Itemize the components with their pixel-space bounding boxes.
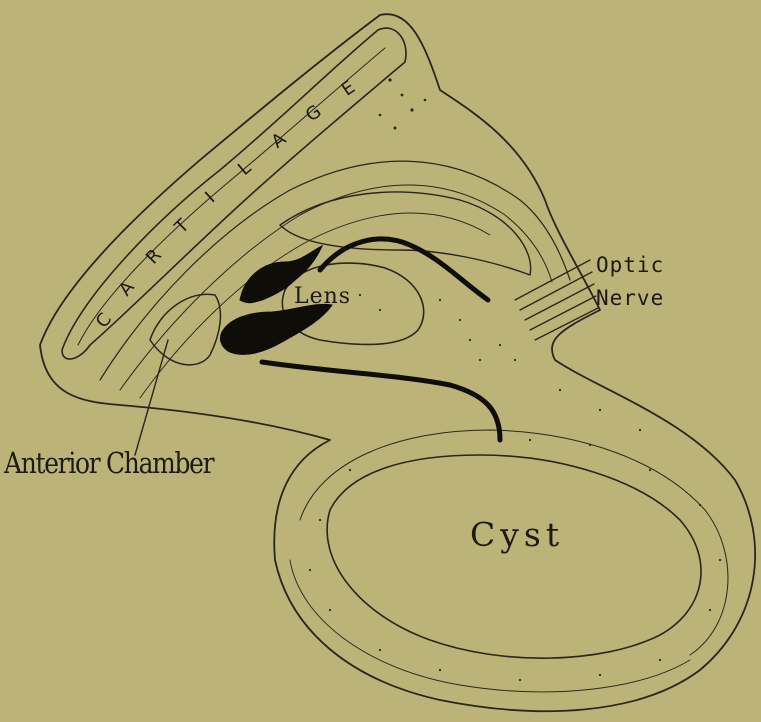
vitreous-space: [280, 192, 531, 275]
stipple-texture: [309, 78, 721, 681]
anterior-chamber-label: Anterior Chamber: [4, 449, 213, 478]
cyst-label: Cyst: [470, 518, 564, 551]
outer-outline: [40, 14, 755, 711]
optic-nerve-label-line1: Optic: [596, 255, 664, 276]
anterior-chamber-pocket: [150, 294, 220, 365]
optic-nerve-label-line2: Nerve: [596, 288, 664, 309]
lens-label: Lens: [294, 286, 351, 308]
iris-lower: [220, 304, 332, 354]
optic-nerve-stalk: [515, 260, 598, 340]
cyst-cavity: [327, 455, 701, 658]
cartilage-band-outer: [62, 28, 406, 359]
cyst-wall-line-2: [290, 560, 690, 692]
retina-lower: [262, 362, 500, 440]
